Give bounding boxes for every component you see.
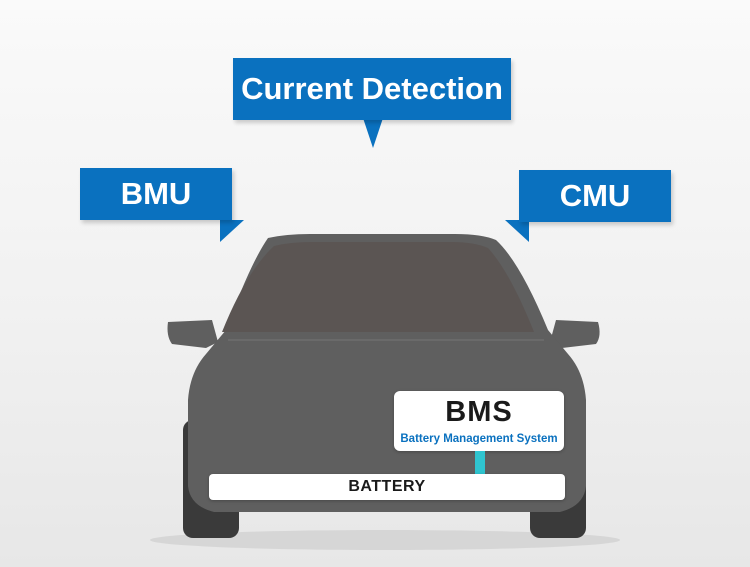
callout-bmu: BMU [80,168,250,244]
callout-label: CMU [559,178,631,213]
callout-box: BMU [80,168,232,220]
left-mirror [167,320,218,348]
callout-label: BMU [120,176,192,211]
callout-box: Current Detection [233,58,511,120]
callout-box: CMU [519,170,671,222]
battery-bar: BATTERY [209,474,565,500]
callout-label: Current Detection [241,71,503,106]
bms-battery-connector [475,451,485,474]
callout-tail [505,220,529,242]
callout-tail [220,220,244,242]
bms-subtitle: Battery Management System [400,433,558,445]
bms-title: BMS [445,396,513,428]
callout-tail [363,118,383,148]
callout-current-detection: Current Detection [233,58,511,148]
battery-label: BATTERY [348,478,426,495]
bms-plate: BMS Battery Management System [394,391,564,451]
callout-cmu: CMU [505,170,671,242]
windshield [222,242,534,332]
ground-shadow [150,530,620,550]
right-mirror [550,320,600,348]
